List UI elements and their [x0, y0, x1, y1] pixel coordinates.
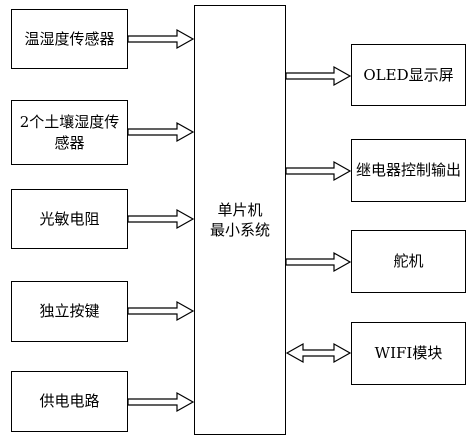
temp-humidity-sensor-block: 温湿度传感器 — [11, 9, 128, 69]
wifi-module-block: WIFI模块 — [351, 322, 466, 385]
independent-keys-block: 独立按键 — [11, 281, 128, 342]
servo-block: 舵机 — [351, 230, 466, 293]
wifi-module-label: WIFI模块 — [374, 344, 443, 363]
independent-keys-label: 独立按键 — [39, 302, 100, 321]
power-supply-block: 供电电路 — [11, 371, 128, 432]
servo-label: 舵机 — [393, 252, 424, 271]
arrow-temp-humidity-to-mcu — [127, 28, 195, 50]
oled-display-label: OLED显示屏 — [363, 65, 454, 84]
arrow-power-supply-to-mcu — [127, 391, 195, 413]
power-supply-label: 供电电路 — [39, 392, 100, 411]
arrow-soil-moisture-to-mcu — [127, 121, 195, 143]
relay-control-output-block: 继电器控制输出 — [351, 139, 466, 202]
photoresistor-label: 光敏电阻 — [39, 209, 100, 228]
relay-control-output-label: 继电器控制输出 — [355, 161, 461, 180]
photoresistor-block: 光敏电阻 — [11, 189, 128, 249]
arrow-independent-keys-to-mcu — [127, 300, 195, 322]
arrow-mcu-to-servo — [285, 251, 352, 273]
mcu-label-line1: 单片机 — [217, 200, 263, 219]
arrow-mcu-to-relay — [285, 160, 352, 182]
soil-moisture-sensors-label: 2个土壤湿度传感器 — [19, 113, 120, 152]
mcu-minimum-system-block: 单片机 最小系统 — [194, 5, 286, 435]
arrow-mcu-to-oled — [285, 65, 352, 87]
oled-display-block: OLED显示屏 — [351, 44, 466, 106]
soil-moisture-sensors-block: 2个土壤湿度传感器 — [11, 100, 128, 165]
arrow-mcu-wifi-bidirectional — [285, 342, 352, 364]
arrow-photoresistor-to-mcu — [127, 208, 195, 230]
temp-humidity-sensor-label: 温湿度传感器 — [24, 29, 115, 48]
mcu-label-line2: 最小系统 — [209, 221, 270, 239]
